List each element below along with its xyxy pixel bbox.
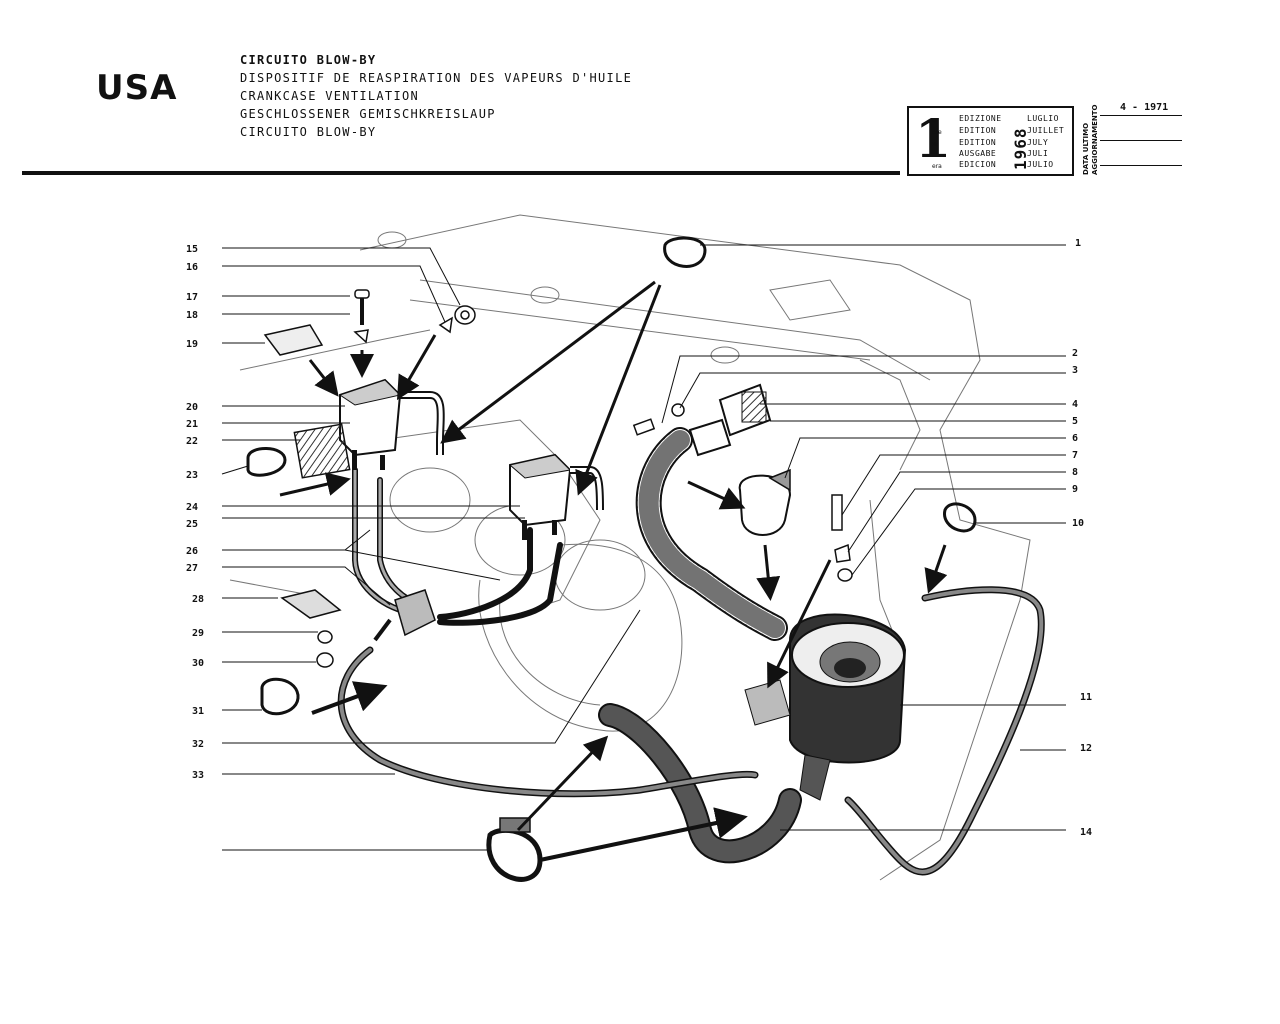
edition-month-it: LUGLIO [1027, 114, 1059, 123]
callout-22: 22 [186, 436, 198, 447]
callout-17: 17 [186, 292, 198, 303]
title-german: GESCHLOSSENER GEMISCHKREISLAUP [240, 107, 496, 121]
callout-18: 18 [186, 310, 198, 321]
edition-number: 1 [915, 109, 952, 170]
crankcase-breather-hose [635, 427, 788, 641]
edition-word-en: EDITION [959, 138, 997, 147]
callout-4: 4 [1072, 399, 1078, 410]
header-rule [22, 171, 900, 175]
callout-2: 2 [1072, 348, 1078, 359]
callout-6: 6 [1072, 433, 1078, 444]
edition-word-de: AUSGABE [959, 149, 997, 158]
title-spanish: CIRCUITO BLOW-BY [240, 125, 377, 139]
lower-hoses [337, 586, 1045, 876]
callout-27: 27 [186, 563, 198, 574]
edition-word-fr: EDITION [959, 126, 997, 135]
callout-8: 8 [1072, 467, 1078, 478]
callout-11: 11 [1080, 692, 1092, 703]
callout-29: 29 [192, 628, 204, 639]
edition-month-en: JULY [1027, 138, 1049, 147]
edition-month-es: JULIO [1027, 160, 1054, 169]
callout-28: 28 [192, 594, 204, 605]
callout-31: 31 [192, 706, 204, 717]
edition-ordinal-es: era [932, 163, 942, 170]
edition-word-it: EDIZIONE [959, 114, 1002, 123]
callout-23: 23 [186, 470, 198, 481]
update-rule-3 [1100, 165, 1182, 166]
callout-7: 7 [1072, 450, 1078, 461]
oil-separator-canister [744, 613, 907, 801]
callout-10: 10 [1072, 518, 1084, 529]
callout-9: 9 [1072, 484, 1078, 495]
title-italian: CIRCUITO BLOW-BY [240, 53, 377, 67]
update-rule-2 [1100, 140, 1182, 141]
title-french: DISPOSITIF DE REASPIRATION DES VAPEURS D… [240, 71, 633, 85]
callout-24: 24 [186, 502, 198, 513]
edition-ordinal-en: st [932, 141, 938, 148]
callout-3: 3 [1072, 365, 1078, 376]
edition-month-fr: JUILLET [1027, 126, 1065, 135]
check-valve-left [338, 378, 445, 470]
update-rule-1 [1100, 115, 1182, 116]
region-label: USA [96, 68, 178, 108]
callout-21: 21 [186, 419, 198, 430]
update-date: 4 - 1971 [1120, 102, 1169, 113]
leader-lines [221, 244, 1066, 851]
title-english: CRANKCASE VENTILATION [240, 89, 420, 103]
edition-word-es: EDICION [959, 160, 997, 169]
callout-14: 14 [1080, 827, 1092, 838]
assembly-arrows [279, 280, 948, 862]
callout-numbers-right: 1 2 3 4 5 6 7 8 9 10 11 12 14 [1072, 238, 1092, 838]
engine-background [229, 214, 1031, 881]
callout-12: 12 [1080, 743, 1092, 754]
callout-26: 26 [186, 546, 198, 557]
callout-1: 1 [1075, 238, 1081, 249]
breather-flange [688, 383, 772, 457]
edition-ordinal-fr: ere [932, 129, 942, 136]
callout-20: 20 [186, 402, 198, 413]
callout-32: 32 [192, 739, 204, 750]
callout-25: 25 [186, 519, 198, 530]
small-parts [246, 236, 977, 882]
callout-33: 33 [192, 770, 204, 781]
callout-5: 5 [1072, 416, 1078, 427]
callout-19: 19 [186, 339, 198, 350]
callout-numbers-left: 15 16 17 18 19 20 21 22 23 24 25 26 27 2… [186, 244, 204, 781]
edition-ordinal-it: a [932, 117, 936, 124]
check-valve-right [508, 453, 604, 540]
edition-month-de: JULI [1027, 149, 1049, 158]
callout-30: 30 [192, 658, 204, 669]
edition-box: 1 a ere st era EDIZIONE EDITION EDITION … [907, 106, 1074, 176]
callout-16: 16 [186, 262, 198, 273]
callout-15: 15 [186, 244, 198, 255]
